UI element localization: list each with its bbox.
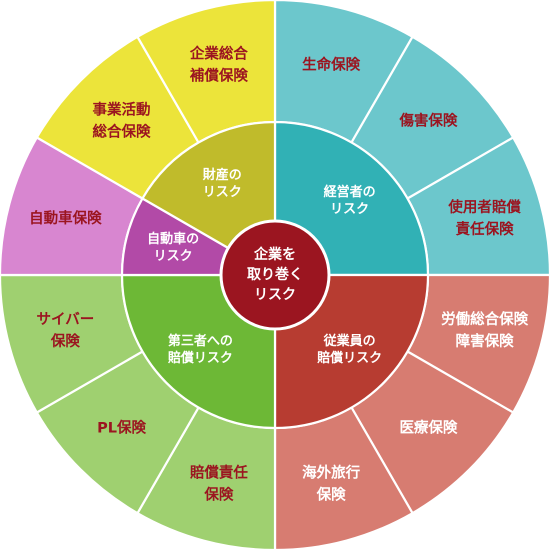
- outer-label-cyber-insurance-line: 保険: [50, 332, 80, 350]
- inner-label-management-line: リスク: [330, 201, 369, 216]
- center-circle: [219, 219, 331, 331]
- inner-label-management: 経営者のリスク: [324, 183, 376, 216]
- center-label-line: 取り巻く: [247, 266, 303, 283]
- outer-label-business-activity-insurance-line: 総合保険: [93, 123, 151, 141]
- outer-label-employer-liability-insurance: 使用者賠償責任保険: [447, 198, 521, 238]
- outer-label-liability-insurance: 賠償責任保険: [190, 464, 248, 504]
- center-label-line: リスク: [254, 287, 296, 303]
- outer-label-medical-insurance-line: 医療保険: [399, 418, 457, 436]
- inner-label-property: 財産のリスク: [202, 167, 242, 200]
- inner-label-employee-liability-line: 従業員の: [323, 333, 376, 349]
- inner-label-third-party-liability-line: 賠償リスク: [168, 350, 233, 366]
- outer-label-life-insurance: 生命保険: [302, 55, 360, 73]
- outer-label-labor-comprehensive-insurance-line: 労働総合保険: [441, 310, 528, 328]
- outer-label-liability-insurance-line: 保険: [203, 486, 233, 504]
- outer-label-employer-liability-insurance-line: 使用者賠償: [447, 198, 521, 216]
- inner-label-management-line: 経営者の: [324, 183, 376, 199]
- outer-label-business-activity-insurance-line: 事業活動: [93, 101, 151, 119]
- outer-label-travel-insurance: 海外旅行保険: [302, 464, 360, 504]
- outer-label-travel-insurance-line: 海外旅行: [302, 464, 360, 482]
- outer-label-cyber-insurance: サイバー保険: [37, 311, 95, 350]
- outer-label-life-insurance-line: 生命保険: [302, 55, 360, 73]
- inner-label-property-line: 財産の: [202, 167, 242, 183]
- inner-label-property-line: リスク: [203, 185, 242, 200]
- outer-label-pl-insurance: PL保険: [97, 418, 146, 436]
- outer-label-labor-comprehensive-insurance: 労働総合保険障害保険: [441, 310, 528, 350]
- center-hub: 企業を取り巻くリスク: [219, 219, 331, 331]
- outer-label-liability-insurance-line: 賠償責任: [190, 464, 248, 482]
- outer-label-travel-insurance-line: 保険: [316, 486, 346, 504]
- outer-label-injury-insurance-line: 傷害保険: [398, 112, 457, 130]
- inner-label-third-party-liability: 第三者への賠償リスク: [168, 333, 233, 366]
- outer-label-auto-insurance-line: 自動車保険: [29, 209, 102, 227]
- outer-label-corporate-comprehensive-insurance-line: 補償保険: [189, 66, 248, 84]
- inner-label-vehicle-line: リスク: [154, 249, 193, 264]
- outer-label-employer-liability-insurance-line: 責任保険: [456, 220, 514, 238]
- outer-label-injury-insurance: 傷害保険: [398, 112, 457, 130]
- outer-label-cyber-insurance-line: サイバー: [37, 311, 95, 328]
- outer-label-corporate-comprehensive-insurance: 企業総合補償保険: [189, 44, 248, 84]
- inner-label-third-party-liability-line: 第三者への: [168, 333, 233, 349]
- outer-label-pl-insurance-line: PL保険: [97, 418, 146, 436]
- outer-label-labor-comprehensive-insurance-line: 障害保険: [456, 332, 514, 350]
- outer-label-medical-insurance: 医療保険: [399, 418, 457, 436]
- center-label: 企業を取り巻くリスク: [247, 246, 303, 303]
- inner-label-vehicle: 自動車のリスク: [147, 231, 199, 264]
- outer-label-auto-insurance: 自動車保険: [29, 209, 102, 227]
- outer-label-business-activity-insurance: 事業活動総合保険: [93, 101, 151, 141]
- inner-label-employee-liability-line: 賠償リスク: [317, 350, 382, 366]
- inner-label-employee-liability: 従業員の賠償リスク: [317, 333, 382, 366]
- outer-label-corporate-comprehensive-insurance-line: 企業総合: [189, 44, 248, 62]
- inner-label-vehicle-line: 自動車の: [147, 231, 199, 247]
- center-label-line: 企業を: [253, 246, 296, 263]
